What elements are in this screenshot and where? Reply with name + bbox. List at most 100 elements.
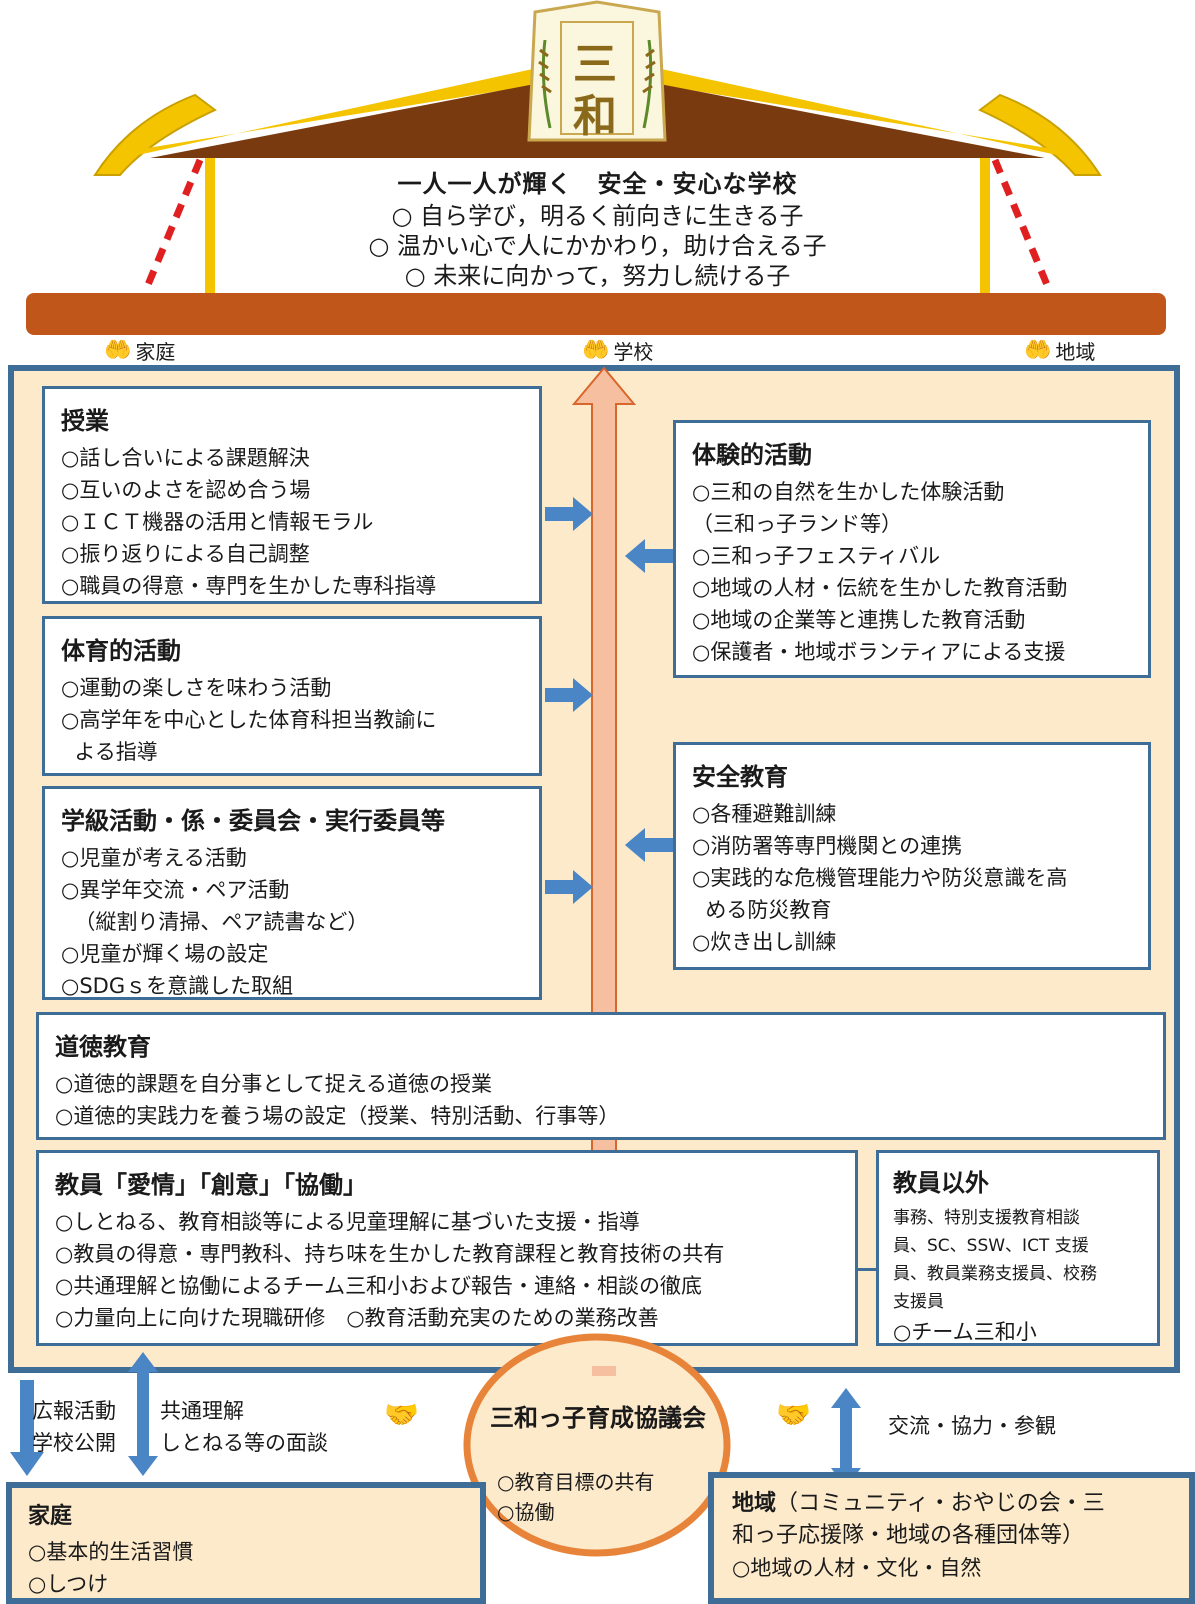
pillar-school-label: 学校 xyxy=(613,340,654,364)
community-title-line: 地域（コミュニティ・おやじの会・三 xyxy=(732,1488,1171,1520)
box-dotoku: 道徳教育 ○道徳的課題を自分事として捉える道徳の授業 ○道徳的実践力を養う場の設… xyxy=(36,1012,1166,1140)
box-item: ○各種避難訓練 xyxy=(692,802,837,826)
arrow-left-icon xyxy=(625,539,673,573)
motto-line-2: ○ 温かい心で人にかかわり，助け合える子 xyxy=(368,232,827,260)
box-item: ○基本的生活習慣 xyxy=(28,1540,194,1564)
community-title-suffix: （コミュニティ・おやじの会・三 xyxy=(776,1491,1105,1516)
home-link-2: 学校公開 xyxy=(32,1431,116,1455)
box-item: ○児童が輝く場の設定 xyxy=(61,942,269,966)
community-line-2: 和っ子応援隊・地域の各種団体等） xyxy=(732,1523,1085,1548)
motto-line-3: ○ 未来に向かって，努力し続ける子 xyxy=(404,262,791,290)
box-item: ○三和っ子フェスティバル xyxy=(692,544,941,568)
box-item: ○チーム三和小 xyxy=(893,1320,1037,1344)
box-item: ○消防署等専門機関との連携 xyxy=(692,834,963,858)
box-item: ○しつけ xyxy=(28,1572,109,1596)
box-title: 授業 xyxy=(61,407,109,435)
handshake-icon: 🤝 xyxy=(384,1398,419,1431)
box-item: ○地域の人材・伝統を生かした教育活動 xyxy=(692,576,1068,600)
box-taiken: 体験的活動 ○三和の自然を生かした体験活動 （三和っ子ランド等） ○三和っ子フェ… xyxy=(673,420,1151,678)
pillar-home-label: 家庭 xyxy=(135,340,176,364)
box-item: ○力量向上に向けた現職研修 ○教育活動充実のための業務改善 xyxy=(55,1306,659,1330)
box-anzen: 安全教育 ○各種避難訓練 ○消防署等専門機関との連携 ○実践的な危機管理能力や防… xyxy=(673,742,1151,970)
box-item: （三和っ子ランド等） xyxy=(692,512,902,536)
pillar-community-label: 地域 xyxy=(1055,340,1096,364)
arrow-down-icon xyxy=(10,1380,44,1476)
box-item: ○しとねる、教育相談等による児童理解に基づいた支援・指導 xyxy=(55,1210,640,1234)
box-item: 事務、特別支援教育相談 xyxy=(893,1208,1080,1228)
box-kyoin: 教員「愛情」「創意」「協働」 ○しとねる、教育相談等による児童理解に基づいた支援… xyxy=(36,1150,858,1346)
box-taiiku: 体育的活動 ○運動の楽しさを味わう活動 ○高学年を中心とした体育科担当教諭に よ… xyxy=(42,616,542,776)
box-item: ○道徳的課題を自分事として捉える道徳の授業 xyxy=(55,1072,493,1096)
box-item: ○教員の得意・専門教科、持ち味を生かした教育課程と教育技術の共有 xyxy=(55,1242,725,1266)
motto-line-1: ○ 自ら学び，明るく前向きに生きる子 xyxy=(391,202,804,230)
box-title: 教員「愛情」「創意」「協働」 xyxy=(55,1171,367,1199)
arrow-right-icon xyxy=(545,870,593,904)
double-arrow-icon xyxy=(831,1388,861,1488)
box-home: 家庭 ○基本的生活習慣 ○しつけ xyxy=(6,1482,486,1604)
box-title: 道徳教育 xyxy=(55,1033,151,1061)
council-ellipse xyxy=(463,1333,731,1557)
arrow-right-icon xyxy=(545,678,593,712)
council-item: ○教育目標の共有 xyxy=(497,1470,655,1494)
common-link-1: 共通理解 xyxy=(160,1399,244,1423)
pillar-school: 🤲 学校 xyxy=(582,336,653,365)
box-item: ○異学年交流・ペア活動 xyxy=(61,878,290,902)
box-item: ○SDGｓを意識した取組 xyxy=(61,974,294,998)
crest-char-1: 三 xyxy=(573,39,617,90)
double-arrow-icon xyxy=(128,1352,158,1476)
box-item: ○話し合いによる課題解決 xyxy=(61,446,310,470)
box-item: ○ＩＣＴ機器の活用と情報モラル xyxy=(61,510,374,534)
school-motto-title: 一人一人が輝く 安全・安心な学校 xyxy=(397,170,798,198)
box-title: 家庭 xyxy=(28,1504,73,1529)
connector-line xyxy=(858,1268,876,1271)
box-title: 学級活動・係・委員会・実行委員等 xyxy=(61,807,445,835)
box-title: 体験的活動 xyxy=(692,441,812,469)
roof-beam xyxy=(26,293,1166,335)
box-kyoin-igai: 教員以外 事務、特別支援教育相談 員、SC、SSW、ICT 支援 員、教員業務支… xyxy=(876,1150,1160,1346)
community-title: 地域 xyxy=(732,1491,777,1516)
box-item: 員、SC、SSW、ICT 支援 xyxy=(893,1236,1089,1256)
box-item: ○互いのよさを認め合う場 xyxy=(61,478,311,502)
box-item: ○児童が考える活動 xyxy=(61,846,247,870)
box-item: ○実践的な危機管理能力や防災意識を高 xyxy=(692,866,1068,890)
box-item: める防災教育 xyxy=(692,898,832,922)
box-title: 体育的活動 xyxy=(61,637,181,665)
box-item: 支援員 xyxy=(893,1292,944,1312)
box-item: ○共通理解と協働によるチーム三和小および報告・連絡・相談の徹底 xyxy=(55,1274,703,1298)
box-item: ○道徳的実践力を養う場の設定（授業、特別活動、行事等） xyxy=(55,1104,620,1128)
box-title: 教員以外 xyxy=(893,1169,989,1197)
crest-char-2: 和 xyxy=(573,91,617,142)
box-item: ○三和の自然を生かした体験活動 xyxy=(692,480,1005,504)
hands-icon: 🤲 xyxy=(1024,338,1051,363)
handshake-icon: 🤝 xyxy=(776,1398,811,1431)
central-up-arrow xyxy=(572,366,636,1366)
council-item: ○協働 xyxy=(497,1500,555,1524)
home-link-1: 広報活動 xyxy=(32,1399,116,1423)
box-item: ○高学年を中心とした体育科担当教諭に xyxy=(61,708,437,732)
hands-icon: 🤲 xyxy=(582,338,609,363)
community-link: 交流・協力・参観 xyxy=(888,1414,1056,1438)
arrow-left-icon xyxy=(625,828,673,862)
roof-illustration xyxy=(93,0,1102,294)
pillar-home: 🤲 家庭 xyxy=(104,336,175,365)
box-item: ○振り返りによる自己調整 xyxy=(61,542,310,566)
box-item: ○保護者・地域ボランティアによる支援 xyxy=(692,640,1066,664)
box-item: ○地域の企業等と連携した教育活動 xyxy=(692,608,1026,632)
box-title: 安全教育 xyxy=(692,763,788,791)
box-item: （縦割り清掃、ペア読書など） xyxy=(61,910,369,934)
pillar-community: 🤲 地域 xyxy=(1024,336,1095,365)
box-community: 地域（コミュニティ・おやじの会・三 和っ子応援隊・地域の各種団体等） ○地域の人… xyxy=(708,1472,1195,1604)
box-item: ○地域の人材・文化・自然 xyxy=(732,1556,982,1580)
box-item: ○運動の楽しさを味わう活動 xyxy=(61,676,332,700)
box-item: ○炊き出し訓練 xyxy=(692,930,837,954)
box-gakkyu: 学級活動・係・委員会・実行委員等 ○児童が考える活動 ○異学年交流・ペア活動 （… xyxy=(42,786,542,1000)
hands-icon: 🤲 xyxy=(104,338,131,363)
box-item: 員、教員業務支援員、校務 xyxy=(893,1264,1097,1284)
box-jugyo: 授業 ○話し合いによる課題解決 ○互いのよさを認め合う場 ○ＩＣＴ機器の活用と情… xyxy=(42,386,542,604)
box-item: よる指導 xyxy=(61,740,158,764)
spine-bottom xyxy=(592,1366,616,1376)
common-link-2: しとねる等の面談 xyxy=(160,1431,328,1455)
box-item: ○職員の得意・専門を生かした専科指導 xyxy=(61,574,437,598)
arrow-right-icon xyxy=(545,497,593,531)
council-title: 三和っ子育成協議会 xyxy=(490,1404,706,1432)
